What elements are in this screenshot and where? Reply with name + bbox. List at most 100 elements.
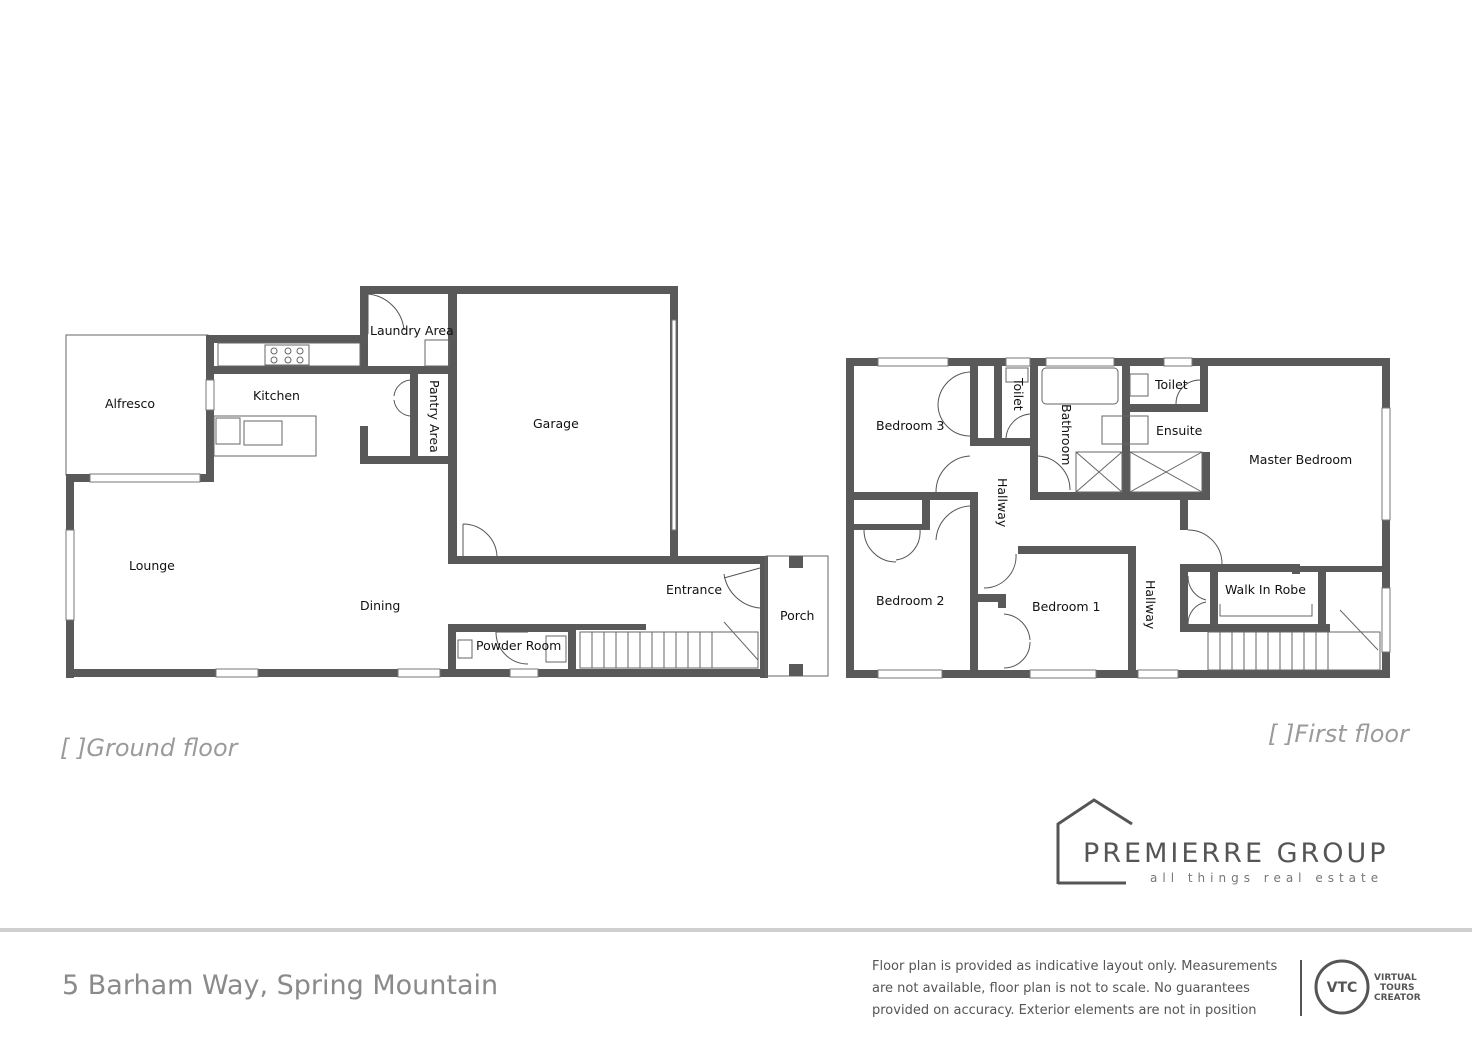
window <box>1045 357 1115 367</box>
window <box>877 357 949 367</box>
first-wall <box>1128 546 1136 676</box>
first-wall <box>846 358 854 678</box>
room-label-toilet2: Toilet <box>1154 377 1188 392</box>
sink-icon <box>243 420 283 446</box>
first-wall <box>976 594 1004 602</box>
door-swing <box>1187 529 1223 565</box>
door-swing <box>393 379 411 417</box>
cooktop-icon <box>264 344 310 366</box>
ground-wall <box>448 624 572 632</box>
room-label-master: Master Bedroom <box>1249 452 1352 467</box>
disclaimer-line: provided on accuracy. Exterior elements … <box>872 1003 1257 1018</box>
vtc-line: CREATOR <box>1374 993 1421 1003</box>
fridge-icon <box>215 417 241 445</box>
ground-wall <box>360 456 456 464</box>
ground-wall <box>360 286 368 366</box>
brand-name: PREMIERRE GROUP <box>1083 838 1389 869</box>
first-wall <box>970 362 978 446</box>
basin-icon <box>545 635 567 663</box>
window <box>1381 407 1391 521</box>
first-wall <box>922 500 930 530</box>
first-wall <box>976 438 1036 446</box>
ground-wall <box>576 624 646 630</box>
door-swing <box>723 567 761 609</box>
property-address: 5 Barham Way, Spring Mountain <box>62 970 499 1001</box>
ground-wall <box>360 286 678 294</box>
window <box>509 668 539 678</box>
room-label-toilet1: Toilet <box>1011 377 1026 411</box>
window <box>1381 587 1391 653</box>
room-label-robe: Walk In Robe <box>1225 582 1306 597</box>
door-swing <box>1003 613 1031 669</box>
door-swing <box>1187 575 1207 625</box>
room-label-alfresco: Alfresco <box>105 396 155 411</box>
door-swing <box>935 455 971 493</box>
first-wall <box>1122 362 1130 500</box>
room-label-ensuite: Ensuite <box>1156 423 1203 438</box>
ground-wall <box>206 335 366 343</box>
disclaimer-line: are not available, floor plan is not to … <box>872 981 1250 996</box>
room-label-kitchen: Kitchen <box>253 388 300 403</box>
first-wall <box>994 362 1002 444</box>
footer-divider <box>0 928 1472 932</box>
window <box>1005 357 1031 367</box>
room-label-pantry: Pantry Area <box>427 380 442 453</box>
window <box>1163 357 1193 367</box>
laundry-tub-icon <box>424 339 450 367</box>
first-wall <box>1180 624 1330 632</box>
first-wall <box>1030 362 1038 496</box>
ground-wall <box>448 290 457 562</box>
vtc-mark: VTC <box>1327 980 1358 996</box>
toilet-icon <box>1129 373 1149 397</box>
first-wall <box>1318 572 1326 624</box>
door-swing <box>1175 379 1201 405</box>
room-label-garage: Garage <box>533 416 579 431</box>
first-wall <box>1180 564 1300 572</box>
ground-wall <box>448 624 456 674</box>
first-wall <box>1210 572 1218 624</box>
first-wall <box>1018 546 1134 554</box>
first-wall <box>846 358 1390 366</box>
first-wall <box>1180 572 1188 632</box>
house-logo-icon <box>1056 798 1133 885</box>
window <box>397 668 441 678</box>
room-label-bathroom: Bathroom <box>1059 404 1074 465</box>
room-label-entrance: Entrance <box>666 582 722 597</box>
kitchen-island <box>213 415 317 457</box>
first-wall <box>998 594 1006 608</box>
shower-icon <box>1129 451 1203 493</box>
door-swing <box>937 371 971 437</box>
door-swing <box>935 505 971 541</box>
window <box>877 669 943 679</box>
room-label-powder: Powder Room <box>476 638 561 653</box>
door-swing <box>863 529 921 563</box>
first-wall <box>1200 362 1208 410</box>
first-wall <box>1030 492 1210 500</box>
room-label-bedroom1: Bedroom 1 <box>1032 599 1100 614</box>
vtc-line: TOURS <box>1380 983 1415 993</box>
ground-floor-plan: Alfresco Kitchen Laundry Area Pantry Are… <box>65 286 829 678</box>
ground-wall <box>568 624 576 674</box>
ground-wall <box>760 556 768 678</box>
room-label-bedroom2: Bedroom 2 <box>876 593 944 608</box>
porch-post <box>789 664 803 676</box>
vanity-icon <box>1101 415 1149 445</box>
ground-wall <box>410 366 418 464</box>
first-wall <box>1180 500 1188 530</box>
room-label-laundry: Laundry Area <box>370 323 454 338</box>
disclaimer-line: Floor plan is provided as indicative lay… <box>872 959 1278 974</box>
ground-wall <box>448 556 768 564</box>
first-wall <box>1292 564 1300 574</box>
first-wall <box>850 492 978 500</box>
vtc-logo: VTC VIRTUAL TOURS CREATOR <box>1314 959 1421 1015</box>
window <box>65 529 75 621</box>
door-swing <box>462 523 498 557</box>
disclaimer-text: Floor plan is provided as indicative lay… <box>872 956 1292 1022</box>
first-floor-caption: [ ]First floor <box>1268 720 1409 748</box>
window <box>89 473 201 483</box>
robe-rail <box>1219 604 1313 617</box>
window <box>205 379 215 411</box>
first-wall <box>1202 452 1210 500</box>
brand-tagline: all things real estate <box>1150 871 1384 885</box>
window <box>671 319 677 531</box>
